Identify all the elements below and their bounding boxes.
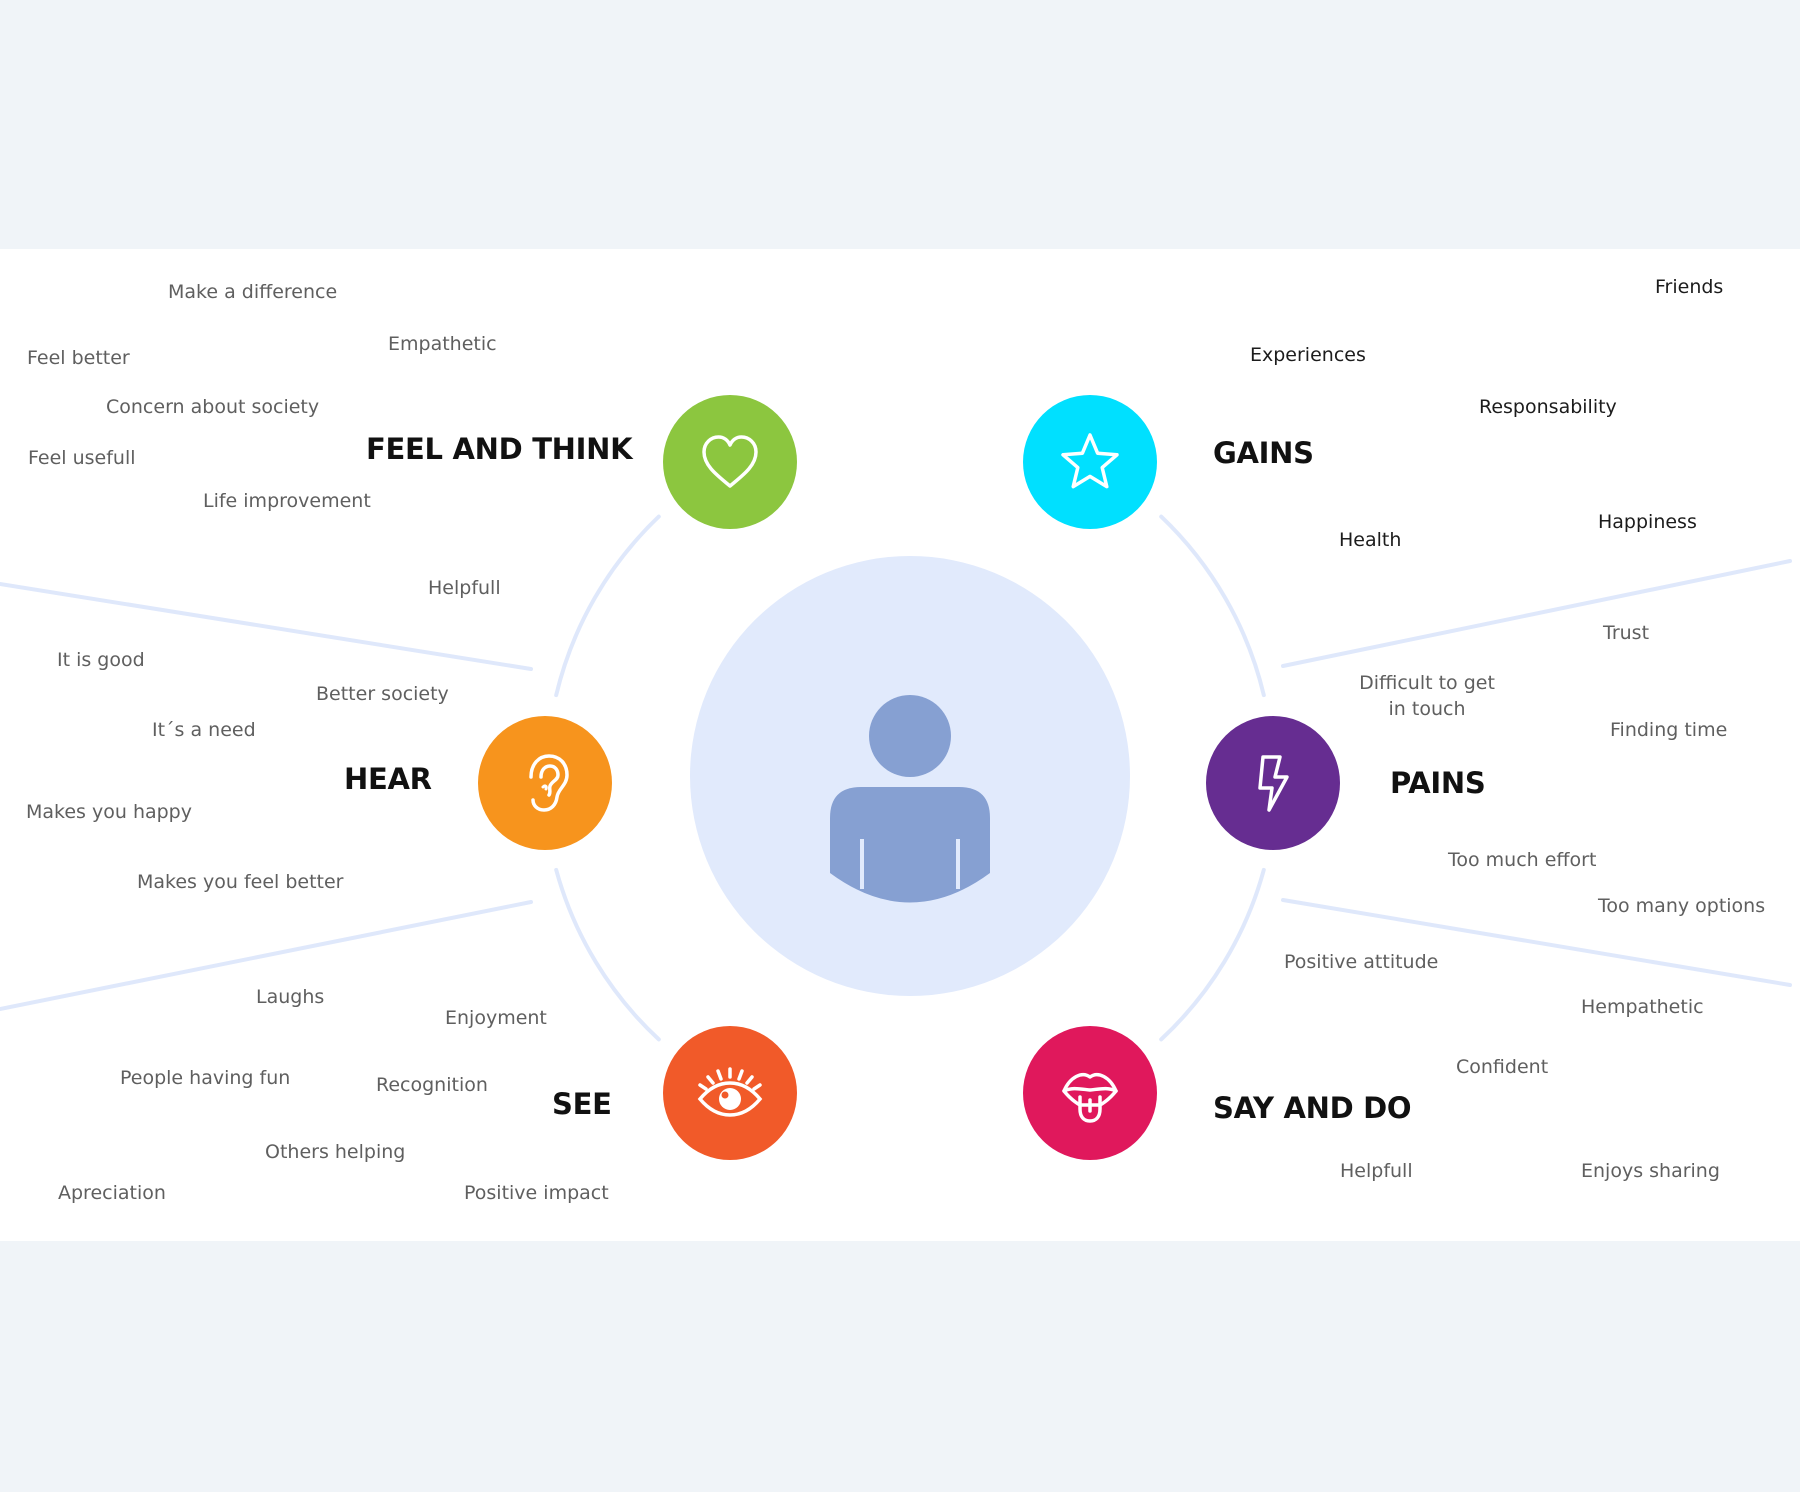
hear-word-makes-you-happy: Makes you happy bbox=[26, 801, 192, 823]
hear-word-better-society: Better society bbox=[316, 683, 449, 705]
see-word-others-helping: Others helping bbox=[265, 1141, 406, 1163]
gains-word-health: Health bbox=[1339, 529, 1402, 551]
see-heading: SEE bbox=[552, 1087, 612, 1121]
hear-word-makes-you-feel-better: Makes you feel better bbox=[137, 871, 344, 893]
pains-word-difficult-to-get-in-touch: Difficult to get in touch bbox=[1359, 672, 1495, 720]
say-word-helpfull: Helpfull bbox=[1340, 1160, 1413, 1182]
eye-icon bbox=[697, 1067, 763, 1117]
hear-heading: HEAR bbox=[344, 762, 432, 796]
feel-word-empathetic: Empathetic bbox=[388, 333, 497, 355]
pains-word-too-much-effort: Too much effort bbox=[1448, 849, 1597, 871]
feel-word-helpfull: Helpfull bbox=[428, 577, 501, 599]
line-left-lower bbox=[0, 900, 533, 1011]
gains-circle bbox=[1023, 395, 1157, 529]
pains-word-trust: Trust bbox=[1603, 622, 1650, 644]
line-right-upper bbox=[1281, 559, 1792, 668]
see-circle bbox=[663, 1026, 797, 1160]
gains-word-happiness: Happiness bbox=[1598, 511, 1697, 533]
say-and-do-circle bbox=[1023, 1026, 1157, 1160]
line-right-lower bbox=[1281, 898, 1792, 987]
arc-hear-to-see bbox=[554, 867, 661, 1042]
gains-word-responsability: Responsability bbox=[1479, 396, 1617, 418]
gains-word-friends: Friends bbox=[1655, 276, 1724, 298]
arc-feel-to-hear bbox=[554, 514, 661, 698]
see-word-laughs: Laughs bbox=[256, 986, 325, 1008]
arc-pains-to-sayanddo bbox=[1159, 867, 1266, 1042]
hear-word-its-a-need: It´s a need bbox=[152, 719, 256, 741]
feel-word-make-a-difference: Make a difference bbox=[168, 281, 338, 303]
star-icon bbox=[1061, 433, 1119, 489]
pains-word-finding-time: Finding time bbox=[1610, 719, 1728, 741]
lightning-icon bbox=[1258, 755, 1289, 812]
hear-circle bbox=[478, 716, 612, 850]
see-word-people-having-fun: People having fun bbox=[120, 1067, 291, 1089]
feel-and-think-circle bbox=[663, 395, 797, 529]
feel-word-life-improvement: Life improvement bbox=[203, 490, 371, 512]
feel-word-concern-about-society: Concern about society bbox=[106, 396, 320, 418]
see-word-recognition: Recognition bbox=[376, 1074, 488, 1096]
say-word-hempathetic: Hempathetic bbox=[1581, 996, 1704, 1018]
tongue-icon bbox=[1062, 1072, 1118, 1123]
feel-word-feel-better: Feel better bbox=[27, 347, 130, 369]
feel-word-feel-usefull: Feel usefull bbox=[28, 447, 136, 469]
line-left-upper bbox=[0, 582, 533, 671]
connector-lines bbox=[0, 514, 1792, 1042]
feel-and-think-heading: FEEL AND THINK bbox=[366, 432, 633, 466]
empathy-map-panel: FEEL AND THINK GAINS HEAR PAINS SEE SAY … bbox=[0, 249, 1800, 1241]
pains-word-too-many-options: Too many options bbox=[1598, 895, 1766, 917]
arc-gains-to-pains bbox=[1159, 514, 1266, 698]
see-word-positive-impact: Positive impact bbox=[464, 1182, 609, 1204]
gains-word-experiences: Experiences bbox=[1250, 344, 1366, 366]
say-and-do-heading: SAY AND DO bbox=[1213, 1091, 1412, 1125]
say-word-confident: Confident bbox=[1456, 1056, 1549, 1078]
say-word-enjoys-sharing: Enjoys sharing bbox=[1581, 1160, 1720, 1182]
pains-heading: PAINS bbox=[1390, 766, 1486, 800]
heart-icon bbox=[702, 435, 758, 488]
see-word-enjoyment: Enjoyment bbox=[445, 1007, 547, 1029]
say-word-positive-attitude: Positive attitude bbox=[1284, 951, 1439, 973]
ear-icon bbox=[529, 754, 569, 812]
user-icon bbox=[830, 695, 990, 903]
hear-word-it-is-good: It is good bbox=[57, 649, 145, 671]
pains-circle bbox=[1206, 716, 1340, 850]
see-word-apreciation: Apreciation bbox=[58, 1182, 166, 1204]
gains-heading: GAINS bbox=[1213, 436, 1314, 470]
